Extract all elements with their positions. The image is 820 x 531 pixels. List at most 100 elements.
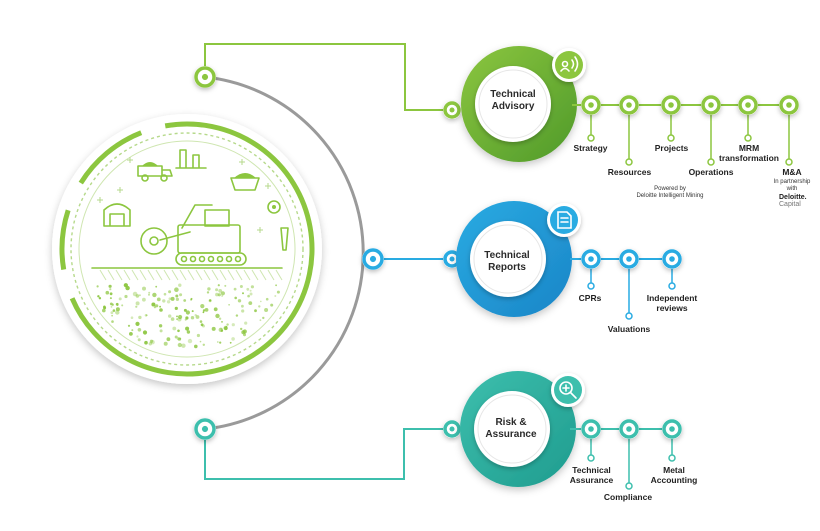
track-wheel: [198, 255, 206, 263]
soil-dot: [199, 320, 203, 323]
node-middle: [362, 248, 384, 270]
soil-dot: [108, 284, 112, 288]
hub-badge-fill: [555, 51, 583, 79]
hub-circle-0: [461, 46, 586, 162]
ground-hatch: [251, 269, 259, 281]
sparkle: [117, 187, 123, 193]
soil-dot: [234, 296, 237, 300]
reports-branch-node-ring: [581, 249, 601, 269]
soil-dot: [217, 293, 221, 297]
soil-dot: [215, 292, 219, 297]
node-reports-entry-dot: [449, 256, 455, 262]
drill-icon: [280, 227, 289, 251]
ground-hatch: [195, 269, 203, 281]
soil-dot: [211, 326, 216, 331]
soil-dot: [129, 332, 133, 336]
soil-dot: [194, 314, 197, 317]
reports-branch-end-dot: [625, 312, 633, 320]
soil-dot: [220, 291, 225, 296]
hub-title-risk-assurance: Risk & Assurance: [471, 417, 551, 441]
soil-dot: [229, 341, 232, 344]
reports-branch-node-dot: [626, 256, 632, 262]
label-metal: Metal: [663, 465, 685, 475]
soil-dot: [176, 315, 178, 318]
track-wheel: [216, 255, 224, 263]
soil-dot: [132, 291, 138, 297]
soil-dot: [183, 299, 187, 302]
connector-line-assurance: [204, 428, 452, 480]
soil-dot: [130, 316, 134, 320]
soil-dot: [240, 327, 243, 331]
soil-dot: [148, 291, 151, 294]
advisory-branch-node: [581, 95, 601, 115]
label-independent: Independent: [646, 293, 698, 303]
soil-dot: [159, 305, 162, 308]
label-mrm-transformation: MRM transformation: [713, 143, 785, 163]
soil-dot: [175, 294, 179, 298]
soil-dot: [144, 340, 148, 345]
soil-dot: [215, 288, 219, 292]
advisory-branch-node: [779, 95, 799, 115]
assurance-branch-node-ring: [619, 419, 639, 439]
ground-hatch: [131, 269, 139, 281]
advisory-branch-node-dot: [626, 102, 632, 108]
label-mrm: MRM: [738, 143, 760, 153]
hub-title-line2: Advisory: [491, 101, 535, 112]
mine-cart-load: [234, 173, 256, 178]
soil-dot: [200, 304, 205, 309]
soil-dot: [196, 333, 200, 338]
node-middle-dot: [369, 255, 377, 263]
main-arc: [204, 75, 365, 431]
soil-dot: [135, 321, 140, 326]
soil-dot: [204, 308, 209, 312]
soil-dot: [177, 329, 180, 333]
reports-branch-node-ring: [662, 249, 682, 269]
soil-dot: [246, 287, 250, 291]
soil-dot: [112, 309, 116, 312]
soil-dot: [221, 295, 224, 297]
soil-dot: [185, 316, 189, 320]
assurance-branch-node-dot: [669, 426, 675, 432]
soil-dot: [166, 337, 171, 342]
excavator-arm: [159, 231, 191, 241]
connector-line-advisory: [204, 43, 452, 111]
truck-load: [142, 162, 158, 166]
label-resources: Resources: [607, 167, 652, 177]
soil-dot: [166, 300, 171, 304]
soil-dot: [123, 283, 128, 288]
document-icon: [557, 211, 572, 229]
assurance-branch-node: [619, 419, 639, 439]
node-assurance-entry: [443, 420, 461, 438]
ground-hatch: [115, 269, 123, 281]
soil-dot: [179, 293, 183, 297]
soil-dot: [109, 297, 112, 300]
node-bottom-left-ring: [194, 418, 216, 440]
soil-dot: [187, 338, 193, 344]
powered-by-line1: Powered by: [654, 186, 686, 192]
soil-dot: [172, 326, 177, 331]
soil-dot: [248, 301, 253, 305]
ground-hatch: [107, 269, 115, 281]
label-transformation: transformation: [719, 153, 779, 163]
excavator-track: [175, 252, 247, 266]
soil-dot: [149, 339, 154, 343]
soil-dot: [247, 294, 250, 298]
sparkle: [239, 159, 245, 165]
soil-dot: [136, 335, 139, 338]
label-m-and-a: M&A: [782, 167, 802, 177]
soil-dot: [190, 297, 193, 300]
advisory-branch-node-ring: [779, 95, 799, 115]
label-strategy: Strategy: [573, 143, 608, 153]
soil-dot: [202, 343, 205, 346]
soil-dot: [194, 344, 198, 349]
assurance-branch-end-dot: [587, 454, 595, 462]
partnership-line1: In partnership: [773, 179, 811, 185]
soil-dot: [115, 310, 120, 315]
track-wheel: [234, 255, 242, 263]
soil-dot: [241, 304, 244, 308]
speaker-icon: [561, 60, 569, 68]
reports-branch-node: [662, 249, 682, 269]
soil-dot: [217, 284, 220, 287]
assurance-branch-node: [581, 419, 601, 439]
